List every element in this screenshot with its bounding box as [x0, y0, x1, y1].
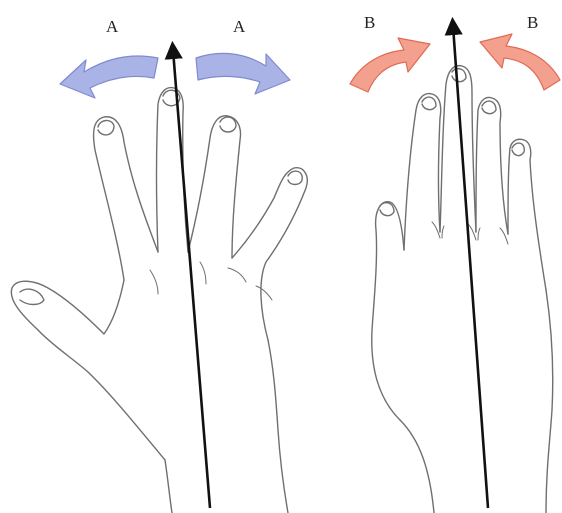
- left-abduction-arrow-icon: [60, 56, 158, 98]
- left-hand-spread: [11, 88, 307, 513]
- right-ring-finger: [476, 98, 508, 235]
- left-thumb: [11, 280, 165, 460]
- label-b-left: B: [364, 14, 375, 31]
- left-adduction-arrow-icon: [350, 38, 430, 92]
- left-ring-finger: [188, 116, 241, 258]
- left-index-finger: [94, 117, 158, 280]
- right-little-finger: [508, 139, 546, 290]
- left-little-finger: [232, 168, 307, 340]
- right-axis-arrow-icon: [453, 26, 488, 508]
- label-a-left: A: [106, 18, 118, 35]
- right-abduction-arrow-icon: [196, 53, 290, 94]
- label-a-right: A: [233, 18, 245, 35]
- left-axis-arrow-icon: [173, 50, 210, 508]
- right-adduction-arrow-icon: [480, 34, 560, 90]
- right-thumb: [372, 202, 404, 420]
- label-b-right: B: [527, 14, 538, 31]
- right-hand-together: [372, 66, 553, 513]
